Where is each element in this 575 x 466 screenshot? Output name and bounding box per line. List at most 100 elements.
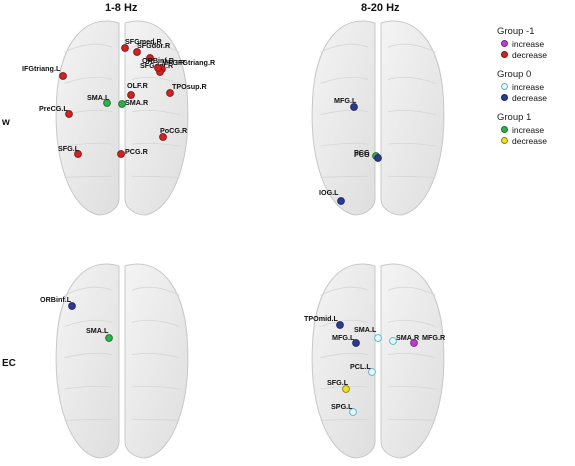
node-marker: [118, 100, 126, 108]
sulcus-line: [387, 352, 436, 359]
column-title-8-20hz: 8-20 Hz: [361, 2, 400, 14]
node-marker: [103, 99, 111, 107]
node-marker: [368, 368, 376, 376]
sulcus-line: [131, 142, 180, 147]
left-hemisphere: [311, 263, 376, 459]
sulcus-line: [320, 142, 369, 147]
sulcus-line: [131, 76, 180, 84]
legend-swatch: [501, 137, 508, 144]
node-label: ORBinf.R: [142, 56, 175, 65]
left-hemisphere: [311, 20, 376, 216]
sulcus-line: [131, 43, 180, 53]
column-title-1-8hz: 1-8 Hz: [105, 2, 138, 14]
sulcus-line: [320, 352, 369, 359]
node-label: PreCG.L: [39, 104, 68, 113]
legend-item: decrease: [497, 92, 575, 103]
node-marker: [159, 133, 167, 141]
right-hemisphere: [380, 263, 445, 459]
node-marker: [74, 150, 82, 158]
sulcus-line: [387, 418, 436, 421]
node-marker: [374, 154, 382, 162]
sulcus-line: [64, 418, 113, 421]
node-label: IFGtriang.R: [176, 58, 216, 67]
node-label: MFG.L: [334, 96, 357, 105]
right-hemisphere: [380, 20, 445, 216]
sulcus-line: [320, 286, 369, 296]
legend: Group -1 increase decrease Group 0 incre…: [497, 26, 575, 155]
node-marker: [410, 339, 418, 347]
sulcus-line: [387, 175, 436, 178]
sulcus-line: [131, 352, 180, 359]
right-hemisphere: [124, 263, 189, 459]
sulcus-line: [320, 319, 369, 327]
legend-item: increase: [497, 81, 575, 92]
node-marker: [342, 385, 350, 393]
left-hemisphere: [55, 263, 120, 459]
sulcus-line: [320, 43, 369, 53]
node-label: SFG.L: [327, 378, 349, 387]
legend-swatch: [501, 40, 508, 47]
sulcus-line: [387, 385, 436, 390]
node-label: SMA.L: [86, 326, 109, 335]
node-label: TPOsup.R: [172, 82, 208, 91]
node-label: IFGtriang.L: [22, 64, 61, 73]
node-marker: [374, 334, 382, 342]
node-label: SFG.L: [58, 144, 80, 153]
sulcus-line: [387, 319, 436, 327]
sulcus-line: [64, 43, 113, 53]
sulcus-line: [387, 76, 436, 84]
node-label: PCG: [354, 150, 370, 159]
legend-label: decrease: [512, 92, 547, 103]
node-label: SMA.L: [354, 325, 377, 334]
legend-label: increase: [512, 38, 545, 49]
sulcus-line: [387, 109, 436, 116]
sulcus-line: [387, 142, 436, 147]
node-label: SMA.L: [87, 93, 110, 102]
node-label: MFG.L: [332, 333, 355, 342]
sulcus-line: [64, 76, 113, 84]
sulcus-line: [64, 352, 113, 359]
node-marker: [337, 197, 345, 205]
node-marker: [59, 72, 67, 80]
node-marker: [349, 408, 357, 416]
sulcus-line: [131, 286, 180, 296]
node-label: PoCG.R: [160, 126, 188, 135]
legend-item: decrease: [497, 49, 575, 60]
sulcus-line: [131, 418, 180, 421]
node-label: SMA.R: [125, 98, 149, 107]
sulcus-line: [131, 385, 180, 390]
sulcus-line: [64, 142, 113, 147]
legend-swatch: [501, 51, 508, 58]
sulcus-line: [387, 286, 436, 296]
sulcus-line: [320, 175, 369, 178]
row-title-ec: EC: [2, 358, 16, 369]
legend-swatch: [501, 83, 508, 90]
node-label: MFG.R: [422, 333, 446, 342]
sulcus-line: [320, 418, 369, 421]
node-marker: [352, 339, 360, 347]
node-marker: [105, 334, 113, 342]
right-hemisphere: [124, 20, 189, 216]
node-label: OLF.R: [127, 81, 149, 90]
node-label: PCG: [354, 148, 370, 157]
node-marker: [146, 54, 154, 62]
legend-group-0: Group 0 increase decrease: [497, 69, 575, 103]
sulcus-line: [64, 286, 113, 296]
sulcus-line: [64, 385, 113, 390]
node-marker: [166, 89, 174, 97]
sulcus-line: [131, 319, 180, 327]
legend-swatch: [501, 126, 508, 133]
node-marker: [133, 48, 141, 56]
legend-label: decrease: [512, 135, 547, 146]
sulcus-line: [320, 109, 369, 116]
node-label: SFGmed.R: [125, 37, 163, 46]
node-marker: [336, 321, 344, 329]
node-marker: [68, 302, 76, 310]
node-marker: [154, 64, 162, 72]
legend-group-minus1: Group -1 increase decrease: [497, 26, 575, 60]
sulcus-line: [64, 175, 113, 178]
node-label: MFG.R: [162, 58, 186, 67]
sulcus-line: [131, 109, 180, 116]
legend-swatch: [501, 94, 508, 101]
